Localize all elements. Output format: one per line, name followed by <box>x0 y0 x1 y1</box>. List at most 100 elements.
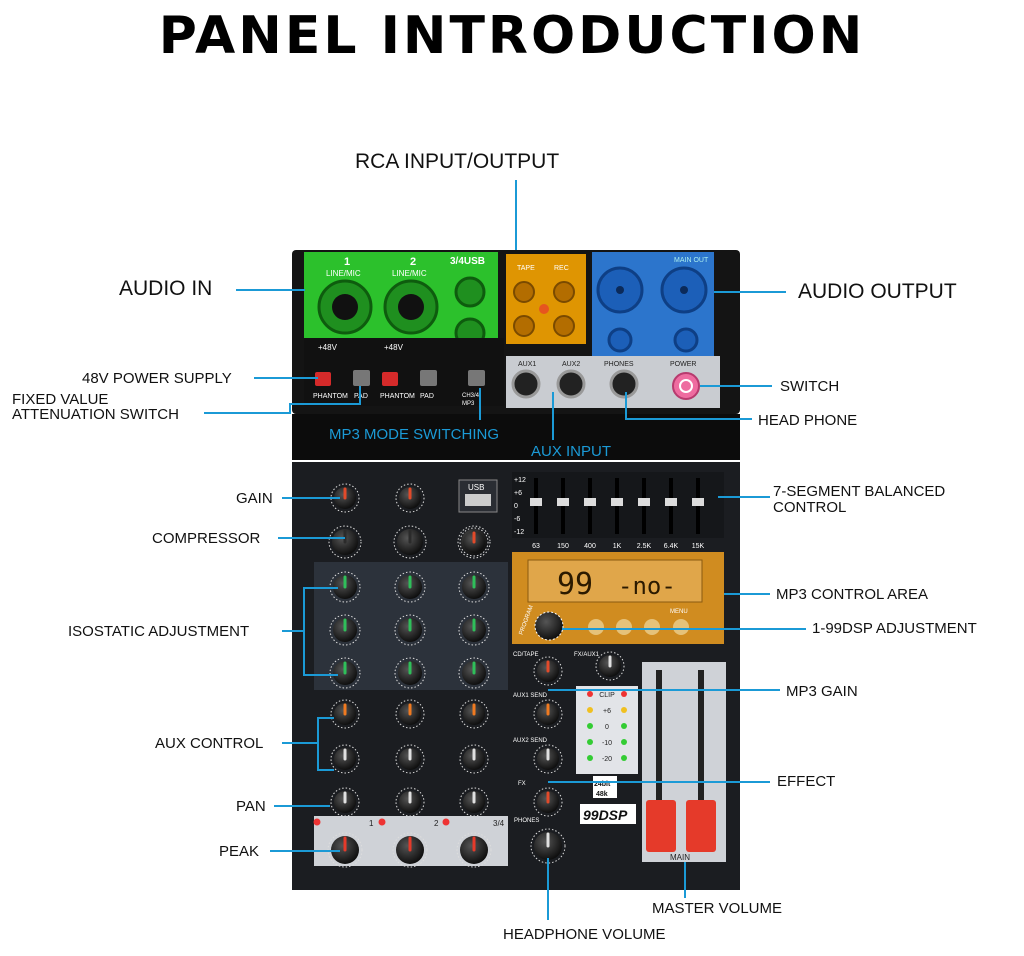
ch2-pad-button[interactable] <box>420 370 437 386</box>
meter-scale-1: +6 <box>603 708 611 715</box>
trs-out-right <box>673 327 699 353</box>
eq-band-label-6: 15K <box>692 543 705 550</box>
fx-knob[interactable] <box>533 787 563 817</box>
level-knob-ch34[interactable] <box>456 832 492 868</box>
dsp-badge-bits: 24bit <box>594 781 611 788</box>
fx-label: FX <box>518 781 526 787</box>
prev-button[interactable] <box>616 619 632 635</box>
phones-knob-label: PHONES <box>514 818 539 824</box>
eq-slider-cap-4[interactable] <box>638 498 650 506</box>
meter-scale-4: -20 <box>602 756 612 763</box>
strip-34-label: 3/4 <box>493 819 505 828</box>
master-fader-left[interactable] <box>646 800 676 852</box>
rca-tape-l <box>513 281 535 303</box>
menu-label: MENU <box>670 609 688 615</box>
label-audio-in: AUDIO IN <box>119 277 213 300</box>
aux2-knob-ch2[interactable] <box>395 744 425 774</box>
mp3-mode-label-2: MP3 <box>462 401 475 407</box>
eq-mid-knob-ch1[interactable] <box>329 614 361 646</box>
label-aux-control: AUX CONTROL <box>155 735 264 752</box>
comp-knob-ch2[interactable] <box>393 525 427 559</box>
meter-led-left-1 <box>587 707 593 713</box>
next-button[interactable] <box>644 619 660 635</box>
eq-band-label-3: 1K <box>613 543 622 550</box>
eq-low-knob-ch2[interactable] <box>394 657 426 689</box>
ch2-line-mic: LINE/MIC <box>392 269 427 278</box>
display-text: -no- <box>618 572 676 600</box>
eq-mid-knob-ch34[interactable] <box>458 614 490 646</box>
ch2-pad-label: PAD <box>420 393 434 400</box>
gain-knob-ch2[interactable] <box>395 483 425 513</box>
eq-scale-tick-4: -12 <box>514 529 524 536</box>
aux1-knob-ch1[interactable] <box>330 699 360 729</box>
ch3-jack <box>454 276 486 308</box>
ch1-phantom-button[interactable] <box>315 372 331 386</box>
program-knob[interactable] <box>534 611 564 641</box>
eq-slider-cap-2[interactable] <box>584 498 596 506</box>
meter-scale-0: CLIP <box>599 692 615 699</box>
meter-led-left-0 <box>587 691 593 697</box>
comp-knob-ch1[interactable] <box>328 525 362 559</box>
fx-aux1-knob[interactable] <box>595 651 625 681</box>
label-seven-seg-2: CONTROL <box>773 499 847 516</box>
phones-jack <box>609 369 639 399</box>
eq-high-knob-ch34[interactable] <box>458 571 490 603</box>
label-seven-seg-1: 7-SEGMENT BALANCED <box>773 483 946 500</box>
level-knob-ch2[interactable] <box>392 832 428 868</box>
aux1-send-knob[interactable] <box>533 699 563 729</box>
aux1-knob-ch34[interactable] <box>459 699 489 729</box>
eq-mid-knob-ch2[interactable] <box>394 614 426 646</box>
label-headphone-volume: HEADPHONE VOLUME <box>503 926 666 943</box>
ch2-number: 2 <box>410 256 416 268</box>
ch2-phantom-button[interactable] <box>382 372 398 386</box>
ch1-number: 1 <box>344 256 350 268</box>
label-dsp-adjust: 1-99DSP ADJUSTMENT <box>812 620 977 637</box>
eq-slider-cap-6[interactable] <box>692 498 704 506</box>
label-effect: EFFECT <box>777 773 836 790</box>
aux2-knob-ch34[interactable] <box>459 744 489 774</box>
label-gain: GAIN <box>236 490 273 507</box>
phones-volume-knob[interactable] <box>530 828 566 864</box>
aux2-send-knob[interactable] <box>533 744 563 774</box>
label-aux-input: AUX INPUT <box>531 443 612 460</box>
power-icon <box>679 379 693 393</box>
meter-led-right-0 <box>621 691 627 697</box>
eq-slider-cap-0[interactable] <box>530 498 542 506</box>
power-switch[interactable] <box>672 372 700 400</box>
menu-button[interactable] <box>673 619 689 635</box>
label-pan: PAN <box>236 798 266 815</box>
gain-knob-ch1[interactable] <box>330 483 360 513</box>
eq-slider-cap-3[interactable] <box>611 498 623 506</box>
ch1-phantom-label: PHANTOM <box>313 393 348 400</box>
ch34-label: 3/4USB <box>450 256 485 267</box>
ch1-pad-button[interactable] <box>353 370 370 386</box>
play-pause-button[interactable] <box>588 619 604 635</box>
master-fader-right[interactable] <box>686 800 716 852</box>
aux2-jack-label: AUX2 <box>562 361 580 368</box>
aux1-knob-ch2[interactable] <box>395 699 425 729</box>
aux2-send-label: AUX2 SEND <box>513 738 548 744</box>
peak-led-ch1 <box>313 818 321 826</box>
mp3-mode-button[interactable] <box>468 370 485 386</box>
aux2-knob-ch1[interactable] <box>330 744 360 774</box>
eq-slider-cap-1[interactable] <box>557 498 569 506</box>
eq-band-label-1: 150 <box>557 543 569 550</box>
eq-low-knob-ch1[interactable] <box>329 657 361 689</box>
label-isostatic: ISOSTATIC ADJUSTMENT <box>68 623 250 640</box>
aux1-send-label: AUX1 SEND <box>513 693 548 699</box>
eq-slider-cap-5[interactable] <box>665 498 677 506</box>
eq-band-label-5: 6.4K <box>664 543 679 550</box>
eq-high-knob-ch2[interactable] <box>394 571 426 603</box>
label-48v: 48V POWER SUPPLY <box>82 370 232 387</box>
ch2-phantom-label: PHANTOM <box>380 393 415 400</box>
eq-low-knob-ch34[interactable] <box>458 657 490 689</box>
strip-2-label: 2 <box>434 819 439 828</box>
dsp-logo: 99DSP <box>583 807 628 823</box>
mp3-mode-label-1: CH3/4 <box>462 393 480 399</box>
cd-tape-knob[interactable] <box>533 656 563 686</box>
eq-scale-tick-1: +6 <box>514 490 522 497</box>
meter-scale-2: 0 <box>605 724 609 731</box>
page-title: PANEL INTRODUCTION <box>158 6 866 66</box>
dsp-badge-rate: 48k <box>596 791 608 798</box>
usb-gain-knob[interactable] <box>459 527 489 557</box>
